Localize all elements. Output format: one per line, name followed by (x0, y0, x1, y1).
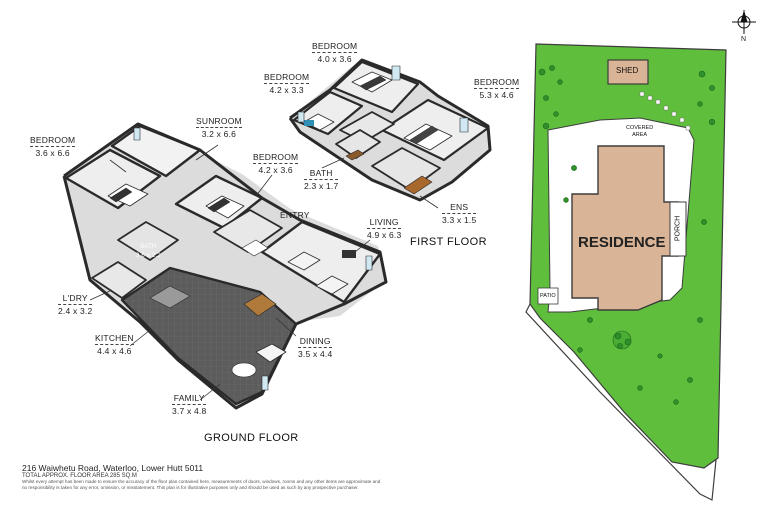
room-dims: 4.9 x 6.3 (367, 228, 402, 240)
property-address: 216 Waiwhetu Road, Waterloo, Lower Hutt … (22, 463, 204, 473)
room-label-entry: ENTRY (280, 210, 310, 220)
room-label-sunroom: SUNROOM 3.2 x 6.6 (196, 116, 242, 139)
patio (537, 287, 559, 305)
room-name: DINING (299, 336, 331, 346)
ground-floor-plan (62, 122, 388, 410)
room-label-bedroom-top-left: BEDROOM 4.2 x 3.3 (264, 72, 310, 95)
room-label-bedroom-middle: BEDROOM 4.2 x 3.6 (253, 152, 299, 175)
room-dims: 3.2 x 6.6 (196, 127, 242, 139)
room-name: BATH (309, 168, 333, 178)
leader-lines (89, 144, 439, 401)
room-dims: 4.2 x 3.3 (264, 83, 310, 95)
room-name: BEDROOM (264, 72, 310, 82)
room-dims: 3.6 x 2.2 (136, 253, 161, 259)
room-name: BEDROOM (253, 152, 299, 162)
residence-outline (571, 145, 679, 311)
room-name: FAMILY (173, 393, 205, 403)
disclaimer: Whilst every attempt has been made to en… (22, 479, 381, 490)
first-floor-plan (288, 58, 492, 202)
total-floor-area: TOTAL APPROX. FLOOR AREA 285 SQ.M (22, 473, 137, 479)
covered-area-line2: AREA (632, 131, 648, 138)
room-label-living: LIVING 4.9 x 6.3 (367, 217, 402, 240)
site-plan (525, 43, 727, 501)
room-name: BEDROOM (312, 41, 358, 51)
room-dims: 4.2 x 3.6 (253, 163, 299, 175)
room-label-family: FAMILY 3.7 x 4.8 (172, 393, 207, 416)
trees (538, 65, 716, 405)
room-name: L'DRY (62, 293, 88, 303)
covered-area-label: COVERED AREA (626, 125, 653, 138)
room-name: BATH (140, 244, 157, 250)
room-name: ENS (450, 202, 469, 212)
room-label-kitchen: KITCHEN 4.4 x 4.6 (95, 333, 134, 356)
room-label-bedroom-right: BEDROOM 5.3 x 4.6 (474, 77, 520, 100)
patio-label: PATIO (540, 293, 556, 299)
room-dims: 2.3 x 1.7 (304, 179, 339, 191)
room-label-bedroom-top: BEDROOM 4.0 x 3.6 (312, 41, 358, 64)
first-floor-title: FIRST FLOOR (410, 236, 487, 248)
room-label-bedroom-left: BEDROOM 3.6 x 6.6 (30, 135, 76, 158)
room-dims: 4.4 x 4.6 (95, 344, 134, 356)
room-name: BEDROOM (30, 135, 76, 145)
room-label-ensuite: ENS 3.3 x 1.5 (442, 202, 477, 225)
room-label-bath-ground: BATH 3.6 x 2.2 (136, 244, 161, 260)
room-dims: 3.7 x 4.8 (172, 404, 207, 416)
room-name: KITCHEN (95, 333, 134, 343)
room-name: SUNROOM (196, 116, 242, 126)
footer: 216 Waiwhetu Road, Waterloo, Lower Hutt … (22, 463, 382, 490)
porch-label: PORCH (674, 215, 682, 242)
ground-floor-title: GROUND FLOOR (204, 432, 299, 444)
shed-label: SHED (616, 66, 639, 75)
shed (607, 59, 649, 85)
room-label-dining: DINING 3.5 x 4.4 (298, 336, 333, 359)
room-dims: 2.4 x 3.2 (58, 304, 93, 316)
porch (669, 201, 687, 257)
compass-icon (732, 10, 756, 34)
room-dims: 4.0 x 3.6 (312, 52, 358, 64)
covered-area-line1: COVERED (626, 125, 654, 131)
room-dims: 3.5 x 4.4 (298, 347, 333, 359)
room-name: LIVING (369, 217, 399, 227)
residence-label: RESIDENCE (578, 234, 666, 251)
room-dims: 5.3 x 4.6 (474, 88, 520, 100)
stepping-stones (639, 91, 691, 131)
compass-north-label: N (741, 36, 747, 43)
room-label-bath-first: BATH 2.3 x 1.7 (304, 168, 339, 191)
room-dims: 3.3 x 1.5 (442, 213, 477, 225)
room-name: ENTRY (280, 210, 310, 220)
room-name: BEDROOM (474, 77, 520, 87)
room-dims: 3.6 x 6.6 (30, 146, 76, 158)
room-label-laundry: L'DRY 2.4 x 3.2 (58, 293, 93, 316)
